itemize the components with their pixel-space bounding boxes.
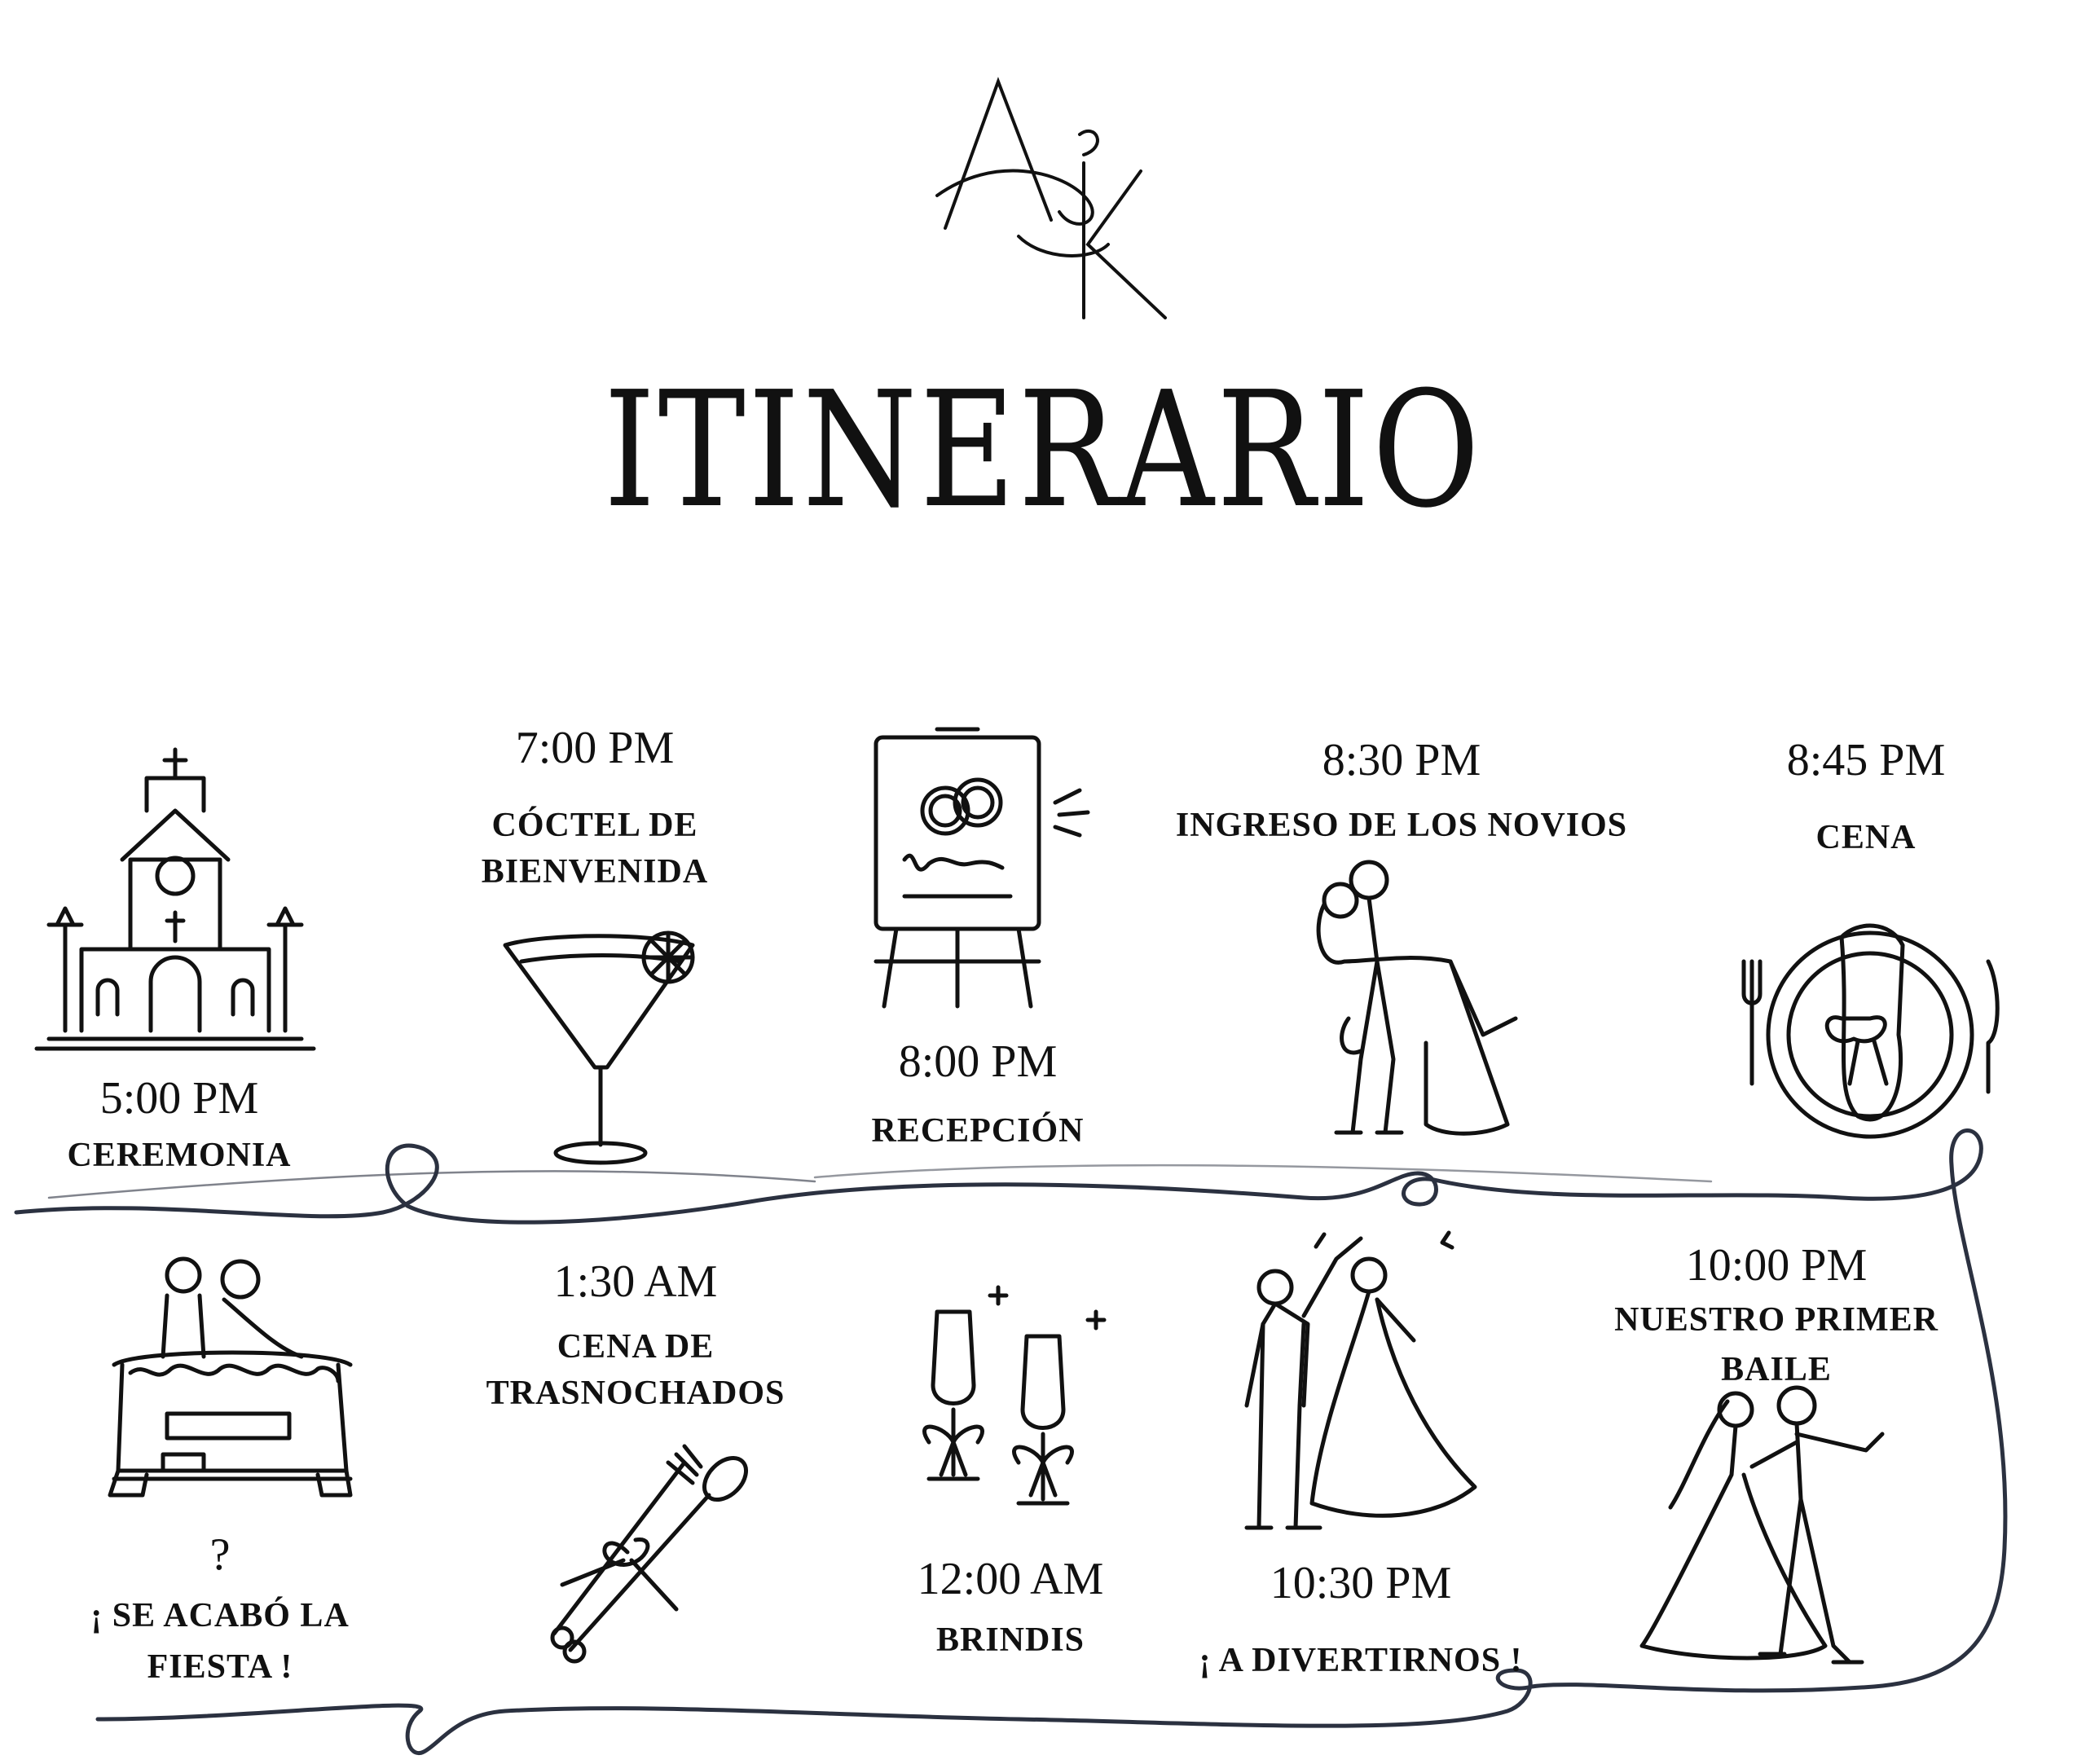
event-time: 10:30 PM — [1270, 1558, 1452, 1608]
monogram-logo — [935, 77, 1167, 319]
couple-party-icon — [1244, 1230, 1477, 1530]
event-label: CEREMONIA — [67, 1137, 292, 1174]
event-label-line: BIENVENIDA — [481, 852, 709, 891]
place-setting-icon — [1741, 923, 2000, 1139]
event-label-line: BAILE — [1721, 1350, 1832, 1388]
event-time: 5:00 PM — [99, 1073, 259, 1124]
event-time: 12:00 AM — [917, 1554, 1104, 1604]
church-icon — [34, 747, 316, 1051]
event-label-line: NUESTRO PRIMER — [1614, 1301, 1939, 1339]
event-label: ¡ SE ACABÓ LA FIESTA ! — [49, 1590, 391, 1693]
event-label: CENA DE TRASNOCHADOS — [456, 1324, 815, 1416]
event-label: ¡ A DIVERTIRNOS ! — [1199, 1642, 1523, 1679]
event-label-line: TRASNOCHADOS — [486, 1374, 786, 1412]
couple-carry-icon — [1316, 860, 1518, 1136]
getaway-car-icon — [108, 1256, 353, 1498]
event-time: ? — [209, 1529, 231, 1580]
event-label: RECEPCIÓN — [871, 1112, 1085, 1150]
event-label-line: ¡ SE ACABÓ LA — [90, 1597, 350, 1634]
event-time: 8:00 PM — [898, 1036, 1058, 1087]
event-time: 8:45 PM — [1786, 735, 1946, 785]
event-label: CÓCTEL DE BIENVENIDA — [456, 803, 733, 895]
champagne-glasses-icon — [922, 1285, 1107, 1506]
event-time: 8:30 PM — [1322, 735, 1481, 785]
event-time: 1:30 AM — [553, 1256, 718, 1307]
event-time: 10:00 PM — [1685, 1240, 1868, 1291]
page-title: ITINERARIO — [603, 358, 1483, 543]
event-label: BRINDIS — [935, 1621, 1085, 1659]
fork-spoon-icon — [550, 1444, 748, 1664]
event-label: NUESTRO PRIMER BAILE — [1613, 1296, 1939, 1395]
event-time: 7:00 PM — [515, 723, 675, 773]
event-label-line: CENA DE — [557, 1328, 715, 1366]
easel-sign-icon — [874, 727, 1090, 1009]
event-label: CENA — [1815, 819, 1917, 856]
event-label-line: CÓCTEL DE — [491, 807, 698, 844]
martini-icon — [503, 930, 695, 1165]
event-label-line: FIESTA ! — [147, 1648, 293, 1686]
couple-dance-icon — [1639, 1385, 1885, 1665]
event-label: INGRESO DE LOS NOVIOS — [1175, 807, 1628, 844]
